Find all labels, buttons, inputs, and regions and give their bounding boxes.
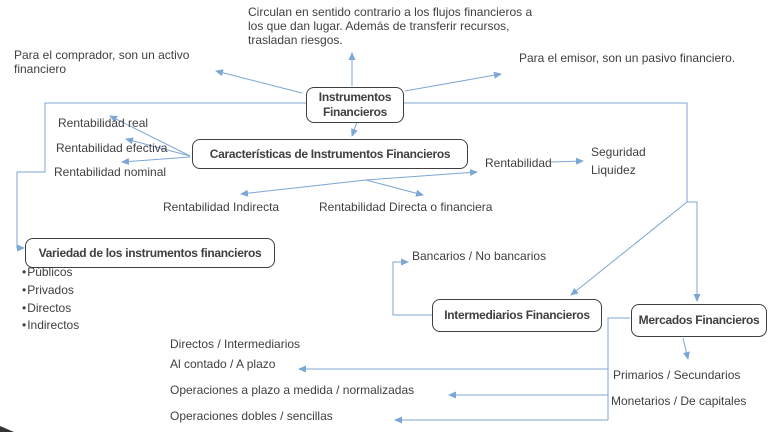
- connector-mercados-to-primarios: [682, 337, 690, 360]
- label-bancarios: Bancarios / No bancarios: [412, 249, 547, 263]
- variedad-bullet-list: Públicos Privados Directos Indirectos: [22, 264, 79, 335]
- connector-instrumentos-to-variedad: [16, 102, 306, 252]
- list-item: Indirectos: [22, 317, 79, 335]
- node-instrumentos-financieros: Instrumentos Financieros: [306, 87, 404, 123]
- note-comprador: Para el comprador, son un activo financi…: [14, 48, 190, 76]
- label-directos-intermediarios: Directos / Intermediarios: [170, 337, 301, 351]
- list-item: Privados: [22, 282, 79, 300]
- label-liquidez: Liquidez: [591, 163, 636, 177]
- node-variedad: Variedad de los instrumentos financieros: [25, 238, 275, 268]
- label-rentabilidad-directa: Rentabilidad Directa o financiera: [319, 200, 493, 214]
- node-mercados: Mercados Financieros: [631, 304, 767, 337]
- connector-fan-to-rentabilidad: [365, 169, 478, 181]
- connector-fan-to-rentabilidad-directa: [365, 179, 424, 197]
- list-item: Públicos: [22, 264, 79, 282]
- node-caracteristicas: Características de Instrumentos Financie…: [192, 139, 468, 169]
- connector-instrumentos-to-emisor-note: [404, 71, 502, 92]
- label-seguridad: Seguridad: [591, 145, 646, 159]
- connector-caracteristicas-to-rentabilidad-efectiva: [125, 137, 191, 157]
- label-monetarios: Monetarios / De capitales: [611, 394, 747, 408]
- connector-trunk-to-mercados: [687, 201, 701, 302]
- connector-caracteristicas-to-rentabilidad-real: [109, 115, 191, 157]
- connector-intermediarios-to-bancarios: [392, 258, 432, 316]
- connector-caracteristicas-to-rentabilidad-nominal: [121, 156, 191, 165]
- connector-trunk-to-intermediarios: [570, 201, 688, 296]
- list-item: Directos: [22, 300, 79, 318]
- note-emisor: Para el emisor, son un pasivo financiero…: [519, 51, 736, 65]
- label-operaciones-dobles: Operaciones dobles / sencillas: [170, 409, 333, 423]
- connector-rentabilidad-to-seguridad: [550, 157, 584, 165]
- label-rentabilidad-efectiva: Rentabilidad efectiva: [56, 141, 168, 155]
- connector-instrumentos-to-comprador-note: [215, 69, 303, 94]
- label-rentabilidad-indirecta: Rentabilidad Indirecta: [163, 200, 280, 214]
- label-rentabilidad: Rentabilidad: [485, 156, 552, 170]
- label-rentabilidad-real: Rentabilidad real: [58, 116, 149, 130]
- label-primarios: Primarios / Secundarios: [613, 368, 741, 382]
- label-rentabilidad-nominal: Rentabilidad nominal: [54, 165, 167, 179]
- note-circulan: Circulan en sentido contrario a los fluj…: [248, 5, 533, 47]
- label-al-contado: Al contado / A plazo: [170, 357, 276, 371]
- connector-fan-to-rentabilidad-indirecta: [240, 179, 367, 197]
- connector-instrumentos-right-trunk: [404, 102, 688, 202]
- label-seguridad-liquidez: Seguridad Liquidez: [591, 143, 646, 179]
- node-intermediarios: Intermediarios Financieros: [432, 299, 602, 332]
- connector-mercados-left-trunk: [607, 317, 630, 420]
- label-operaciones-plazo: Operaciones a plazo a medida / normaliza…: [170, 383, 415, 397]
- connector-instrumentos-to-caracteristicas: [351, 121, 358, 137]
- slide-corner-mark: [0, 426, 14, 432]
